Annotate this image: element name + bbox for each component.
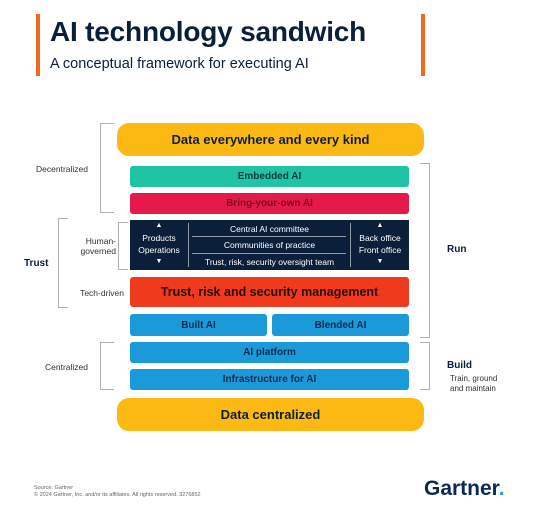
trust-label: Trust [24, 258, 49, 269]
up-arrow-icon: ▲ [155, 222, 163, 229]
governance-products: Products [142, 232, 176, 243]
governance-trust-risk-security-team: Trust, risk, security oversight team [204, 256, 335, 267]
governance-front-office: Front office [358, 244, 402, 255]
copyright-note: © 2024 Gartner, Inc. and/or its affiliat… [34, 492, 201, 498]
governance-back-office: Back office [359, 232, 401, 243]
gartner-logo-dot: . [498, 477, 505, 500]
page-title: AI technology sandwich [50, 16, 367, 47]
governance-divider-right [350, 223, 351, 267]
build-bracket [420, 342, 430, 390]
governance-communities-of-practice: Communities of practice [223, 240, 316, 250]
governance-row-divider-2 [192, 253, 346, 254]
governance-row-divider-1 [192, 236, 346, 237]
decentralized-bracket [100, 123, 114, 213]
page-subtitle: A conceptual framework for executing AI [50, 56, 309, 72]
run-label: Run [447, 244, 467, 255]
blended-ai-layer: Blended AI [272, 314, 409, 336]
header-accent-bar-left [36, 14, 40, 76]
decentralized-label: Decentralized [36, 164, 88, 174]
infrastructure-for-ai-layer: Infrastructure for AI [130, 369, 409, 390]
data-centralized-layer: Data centralized [117, 398, 424, 431]
build-sublabel-line2: and maintain [450, 384, 496, 393]
ai-platform-layer: AI platform [130, 342, 409, 363]
tech-driven-label: Tech-driven [80, 288, 124, 298]
down-arrow-icon: ▼ [376, 258, 384, 265]
header-accent-bar-right [421, 14, 425, 76]
build-sublabel-line1: Train, ground [450, 374, 498, 383]
build-label: Build [447, 360, 472, 371]
governance-layer: ▲ Products Operations ▼ Central AI commi… [130, 220, 409, 270]
down-arrow-icon: ▼ [155, 258, 163, 265]
gartner-logo: Gartner. [424, 477, 505, 501]
data-everywhere-layer: Data everywhere and every kind [117, 123, 424, 156]
run-bracket [420, 163, 430, 338]
governance-operations: Operations [138, 244, 180, 255]
human-governed-label-line1: Human- [85, 236, 116, 246]
human-governed-label-line2: governed [80, 246, 116, 256]
governance-divider-left [188, 223, 189, 267]
human-governed-bracket [118, 222, 128, 270]
embedded-ai-layer: Embedded AI [130, 166, 409, 187]
built-ai-layer: Built AI [130, 314, 267, 336]
trust-bracket [58, 218, 68, 308]
gartner-logo-text: Gartner [424, 477, 499, 500]
governance-central-ai-committee: Central AI committee [230, 223, 309, 234]
trust-risk-security-management-layer: Trust, risk and security management [130, 277, 409, 307]
bring-your-own-ai-layer: Bring-your-own AI [130, 193, 409, 214]
centralized-label: Centralized [45, 362, 88, 372]
source-note: Source: Gartner [34, 485, 74, 491]
up-arrow-icon: ▲ [376, 222, 384, 229]
centralized-bracket [100, 342, 114, 390]
